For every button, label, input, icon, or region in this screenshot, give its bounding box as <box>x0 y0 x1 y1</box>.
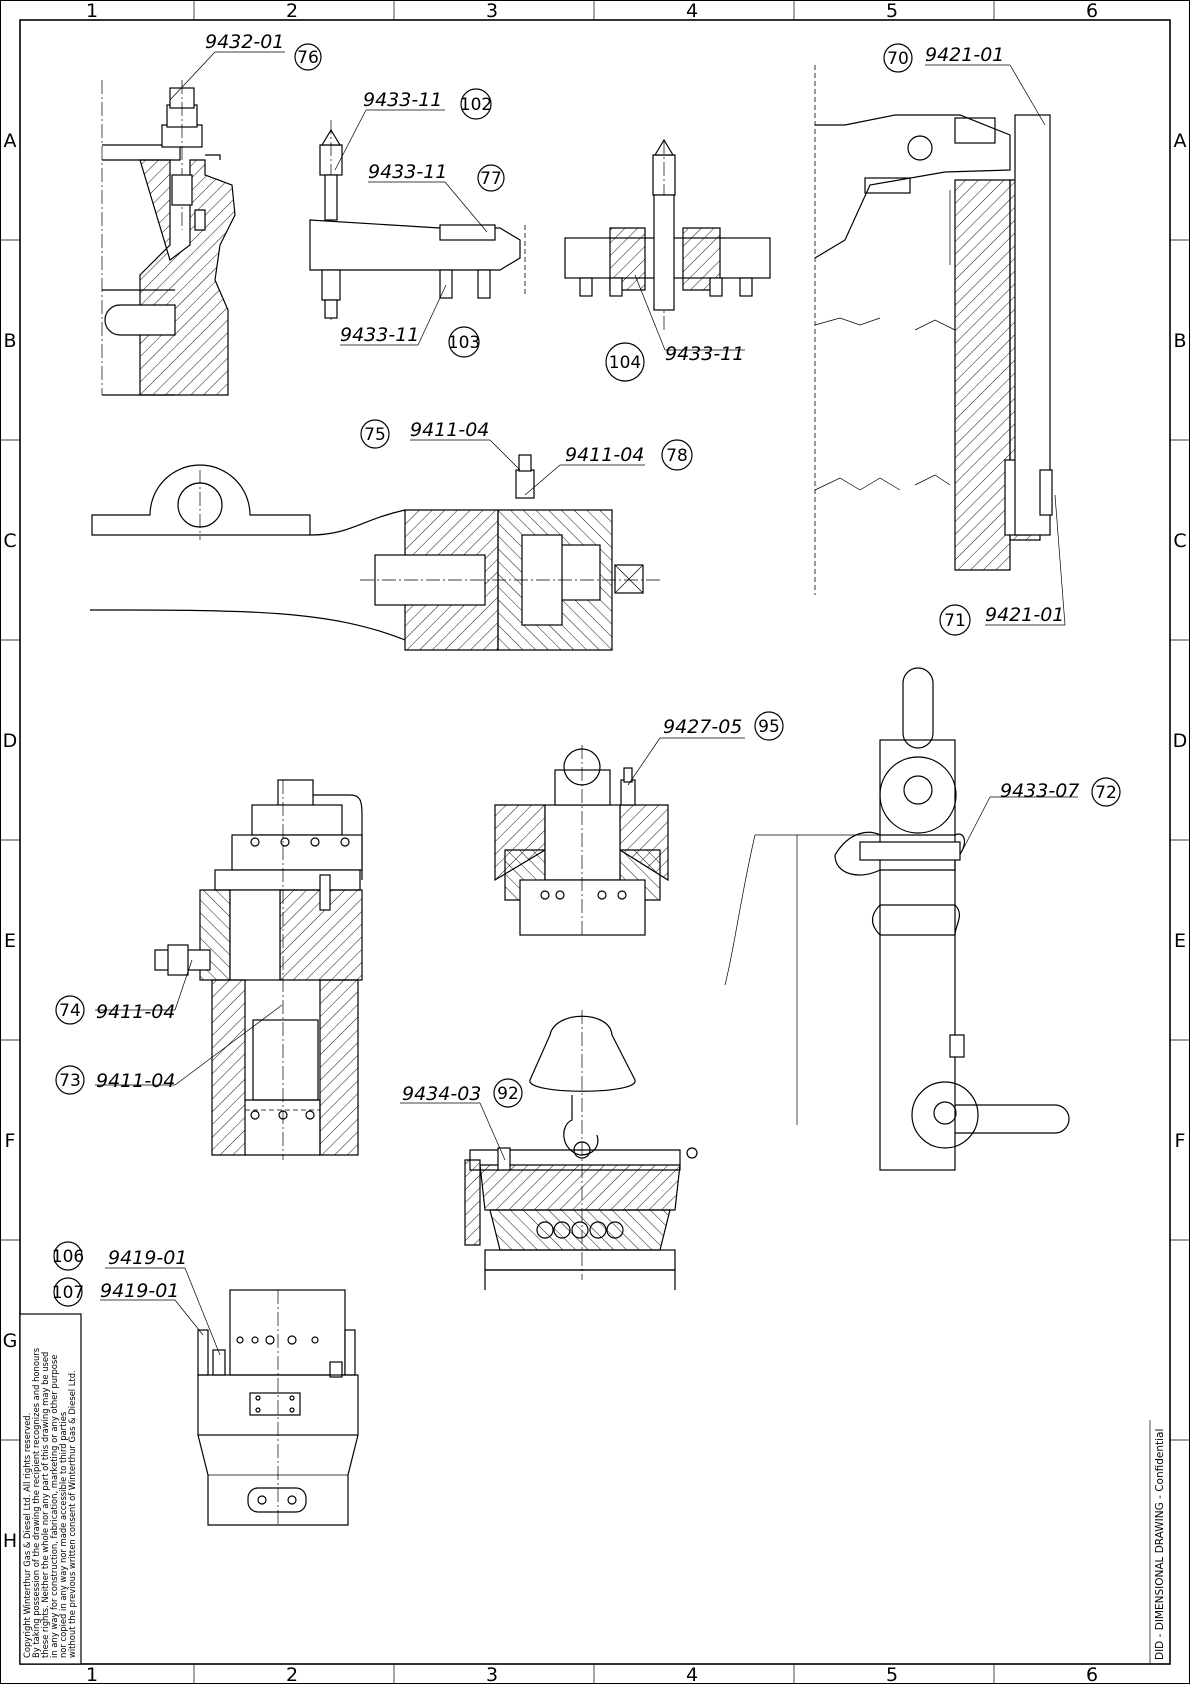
item-number-102: 102 <box>460 95 492 115</box>
row-ticks <box>0 239 1190 1441</box>
column-label-top-2: 2 <box>286 0 298 22</box>
copyright-line-4: in any way for construction, fabrication… <box>49 1355 59 1658</box>
item-number-106: 106 <box>52 1247 84 1267</box>
callout-label-107: 9419-01 <box>100 1280 179 1302</box>
item-balloon-95 <box>754 711 784 741</box>
item-balloon-106 <box>53 1241 83 1271</box>
view-clamp-72: 9433-07 72 <box>724 667 1121 1171</box>
row-label-left-F: F <box>5 1130 16 1152</box>
callout-label-74: 9411-04 <box>96 1001 175 1023</box>
column-label-bottom-6: 6 <box>1086 1664 1098 1684</box>
item-balloon-104 <box>605 342 645 382</box>
view-cover-valve-76: 9432-01 76 <box>101 31 322 396</box>
item-balloon-73 <box>55 1065 85 1095</box>
row-label-left-G: G <box>3 1330 18 1352</box>
item-balloon-102 <box>460 88 492 120</box>
column-label-bottom-3: 3 <box>486 1664 498 1684</box>
callout-label-78: 9411-04 <box>565 444 644 466</box>
view-hydraulic-jack-75-78: 9411-04 75 9411-04 78 <box>89 419 693 651</box>
item-balloon-70 <box>883 43 913 73</box>
row-label-left-A: A <box>4 130 17 152</box>
callout-label-102: 9433-11 <box>363 89 442 111</box>
row-label-right-E: E <box>1174 930 1186 952</box>
column-label-bottom-2: 2 <box>286 1664 298 1684</box>
row-label-right-A: A <box>1174 130 1187 152</box>
item-number-103: 103 <box>448 333 480 353</box>
copyright-line-5: nor copied in any way nor made accessibl… <box>58 1412 68 1658</box>
item-number-70: 70 <box>887 49 909 69</box>
item-balloon-107 <box>53 1277 83 1307</box>
copyright-line-3: these rights. Neither the whole nor any … <box>40 1352 50 1658</box>
callout-label-103: 9433-11 <box>340 324 419 346</box>
row-label-left-H: H <box>3 1530 17 1552</box>
callout-label-70: 9421-01 <box>925 44 1004 66</box>
item-number-72: 72 <box>1095 783 1117 803</box>
row-label-right-C: C <box>1173 530 1186 552</box>
row-label-right-D: D <box>1173 730 1188 752</box>
callout-label-72: 9433-07 <box>1000 780 1079 802</box>
item-number-95: 95 <box>758 717 780 737</box>
callout-label-77: 9433-11 <box>368 161 447 183</box>
view-lever-tool-102-77-103: 9433-11 102 9433-11 77 9433-11 103 <box>309 88 526 358</box>
row-label-right-B: B <box>1173 330 1186 352</box>
view-right-assembly-70-71: 9421-01 70 9421-01 71 <box>814 43 1066 636</box>
callout-label-73: 9411-04 <box>96 1070 175 1092</box>
item-number-75: 75 <box>364 425 386 445</box>
item-balloon-75 <box>360 419 390 449</box>
column-label-top-5: 5 <box>886 0 898 22</box>
item-balloon-74 <box>55 995 85 1025</box>
copyright-line-6: without the previous written consent of … <box>67 1370 77 1658</box>
item-number-92: 92 <box>497 1084 519 1104</box>
copyright-box: Copyright Winterthur Gas & Diesel Ltd. A… <box>19 1313 82 1665</box>
callout-label-92: 9434-03 <box>402 1083 481 1105</box>
item-number-104: 104 <box>609 353 641 373</box>
item-number-71: 71 <box>944 611 966 631</box>
column-label-top-1: 1 <box>86 0 98 22</box>
side-title: DID - DIMENSIONAL DRAWING - Confidential <box>1154 1429 1166 1660</box>
column-label-top-6: 6 <box>1086 0 1098 22</box>
row-label-left-B: B <box>3 330 16 352</box>
column-ticks <box>193 0 995 1684</box>
item-number-74: 74 <box>59 1001 81 1021</box>
item-balloon-72 <box>1091 777 1121 807</box>
column-label-top-3: 3 <box>486 0 498 22</box>
item-number-73: 73 <box>59 1071 81 1091</box>
column-label-bottom-5: 5 <box>886 1664 898 1684</box>
callout-label-106: 9419-01 <box>108 1247 187 1269</box>
item-balloon-103 <box>448 326 480 358</box>
callout-label-76: 9432-01 <box>205 31 284 53</box>
view-section-device-95: 9427-05 95 <box>494 711 784 936</box>
item-balloon-71 <box>939 604 971 636</box>
row-label-right-F: F <box>1175 1130 1186 1152</box>
copyright-line-2: By taking possession of the drawing the … <box>31 1348 41 1658</box>
view-unit-106-107: 9419-01 106 9419-01 107 <box>52 1241 359 1526</box>
column-label-bottom-1: 1 <box>86 1664 98 1684</box>
item-balloon-77 <box>477 164 505 192</box>
row-label-left-E: E <box>4 930 16 952</box>
callout-label-104: 9433-11 <box>665 343 744 365</box>
column-label-top-4: 4 <box>686 0 698 22</box>
view-pump-cylinder-74-73: 9411-04 74 9411-04 73 <box>55 779 363 1160</box>
callout-label-75: 9411-04 <box>410 419 489 441</box>
callout-label-71: 9421-01 <box>985 604 1064 626</box>
row-label-left-D: D <box>3 730 18 752</box>
item-number-107: 107 <box>52 1283 84 1303</box>
item-balloon-92 <box>493 1078 523 1108</box>
column-label-bottom-4: 4 <box>686 1664 698 1684</box>
side-title-box: DID - DIMENSIONAL DRAWING - Confidential <box>1149 1420 1166 1664</box>
callout-label-95: 9427-05 <box>663 716 742 738</box>
view-lever-section-104: 9433-11 104 <box>564 138 771 382</box>
item-number-78: 78 <box>666 446 688 466</box>
copyright-line-1: Copyright Winterthur Gas & Diesel Ltd. A… <box>22 1413 32 1658</box>
item-balloon-76 <box>294 43 322 71</box>
item-balloon-78 <box>661 439 693 471</box>
row-label-left-C: C <box>3 530 16 552</box>
item-number-76: 76 <box>297 48 319 68</box>
item-number-77: 77 <box>480 169 502 189</box>
view-lifting-hook-92: 9434-03 92 <box>400 1010 698 1290</box>
